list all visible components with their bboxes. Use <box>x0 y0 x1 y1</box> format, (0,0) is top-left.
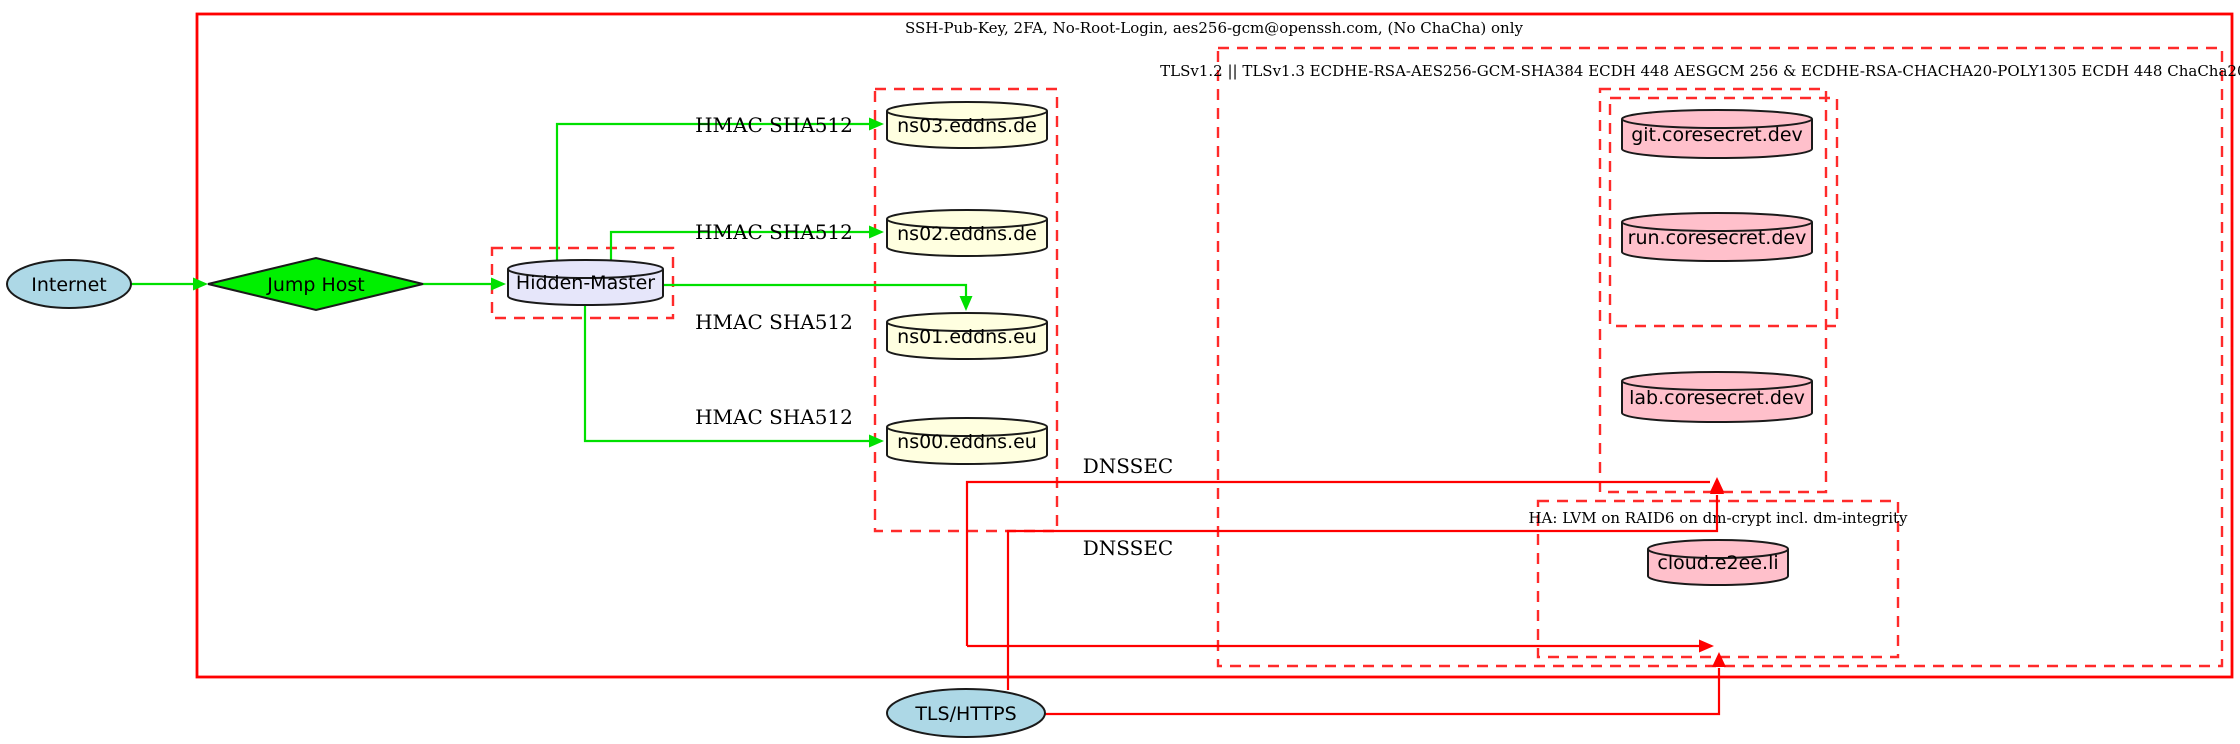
ns02-node: ns02.eddns.de <box>886 209 1048 257</box>
tls-cluster-box <box>1216 46 2224 668</box>
edge-hiddenmaster-ns01 <box>663 283 968 297</box>
edge-label-hmac-ns02: HMAC SHA512 <box>695 220 853 244</box>
arrowhead-ns01 <box>959 296 973 311</box>
outer-ssh-cluster-label: SSH-Pub-Key, 2FA, No-Root-Login, aes256-… <box>905 19 1524 37</box>
hidden-master-cylinder <box>507 259 664 306</box>
ns03-cylinder <box>886 101 1048 149</box>
outer-ssh-cluster-box <box>195 12 2234 679</box>
ns00-node: ns00.eddns.eu <box>886 417 1048 465</box>
edge-label-hmac-ns03: HMAC SHA512 <box>695 113 853 137</box>
ns01-cylinder <box>886 312 1048 360</box>
edge-tlshttps-coresecret <box>1006 495 1719 690</box>
internet-label: Internet <box>31 274 106 296</box>
jump-host-node <box>207 256 424 312</box>
cloud-label: cloud.e2ee.li <box>1657 552 1778 574</box>
git-cylinder-lip <box>1621 118 1813 129</box>
ns01-cylinder-lip <box>886 321 1048 332</box>
hidden-master-cylinder-lip <box>507 268 664 279</box>
ns03-cylinder-lip <box>886 110 1048 121</box>
edge-label-hmac-ns01: HMAC SHA512 <box>695 310 853 334</box>
ns-cluster-box <box>873 87 1059 533</box>
cloud-node: cloud.e2ee.li <box>1647 539 1789 586</box>
ha-cluster-label: HA: LVM on RAID6 on dm-crypt incl. dm-in… <box>1528 509 1908 527</box>
edge-hiddenmaster-ns00 <box>583 306 869 443</box>
lab-label: lab.coresecret.dev <box>1629 387 1805 409</box>
git-node: git.coresecret.dev <box>1621 109 1813 159</box>
arrowhead-tlshttps-coresecret <box>1710 479 1724 494</box>
jump-host-label: Jump Host <box>266 274 365 296</box>
git-cylinder <box>1621 109 1813 159</box>
arrowhead-dnssec-ha <box>1699 639 1714 653</box>
arrowhead-internet-jumphost <box>193 277 208 291</box>
ns02-label: ns02.eddns.de <box>897 223 1037 245</box>
tls-https-node <box>886 688 1046 738</box>
arrowhead-jumphost-hiddenmaster <box>491 277 506 291</box>
git-label: git.coresecret.dev <box>1631 124 1803 146</box>
ns01-label: ns01.eddns.eu <box>897 326 1037 348</box>
run-label: run.coresecret.dev <box>1628 227 1807 249</box>
tls-https-label: TLS/HTTPS <box>914 703 1016 725</box>
edge-hiddenmaster-ns02 <box>609 230 869 262</box>
ns02-cylinder <box>886 209 1048 257</box>
ns03-node: ns03.eddns.de <box>886 101 1048 149</box>
edge-hiddenmaster-ns03 <box>555 122 869 262</box>
edge-label-hmac-ns00: HMAC SHA512 <box>695 405 853 429</box>
hidden-master-node: Hidden-Master <box>507 259 664 306</box>
lab-node: lab.coresecret.dev <box>1621 371 1813 423</box>
arrowhead-ns02 <box>869 225 884 239</box>
arrowhead-ns03 <box>869 117 884 131</box>
run-node: run.coresecret.dev <box>1621 212 1813 262</box>
ns00-label: ns00.eddns.eu <box>897 431 1037 453</box>
lab-cylinder <box>1621 371 1813 423</box>
edge-tlshttps-ha <box>1045 668 1721 716</box>
ns02-cylinder-lip <box>886 218 1048 229</box>
cloud-cylinder <box>1647 539 1789 586</box>
hidden-master-label: Hidden-Master <box>516 272 655 294</box>
edge-dnssec-coresecret <box>965 480 1710 646</box>
internet-node <box>6 259 132 309</box>
edge-label-dnssec-2: DNSSEC <box>1083 536 1174 560</box>
lab-cylinder-lip <box>1621 380 1813 391</box>
edge-label-dnssec-1: DNSSEC <box>1083 454 1174 478</box>
arrowhead-ns00 <box>869 434 884 448</box>
ns00-cylinder <box>886 417 1048 465</box>
tls-cluster-label: TLSv1.2 || TLSv1.3 ECDHE-RSA-AES256-GCM-… <box>1160 62 2240 80</box>
run-cylinder <box>1621 212 1813 262</box>
ns03-label: ns03.eddns.de <box>897 115 1037 137</box>
arrowhead-tlshttps-ha <box>1712 652 1726 667</box>
ns00-cylinder-lip <box>886 426 1048 437</box>
cloud-cylinder-lip <box>1647 548 1789 559</box>
run-cylinder-lip <box>1621 221 1813 232</box>
ns01-node: ns01.eddns.eu <box>886 312 1048 360</box>
